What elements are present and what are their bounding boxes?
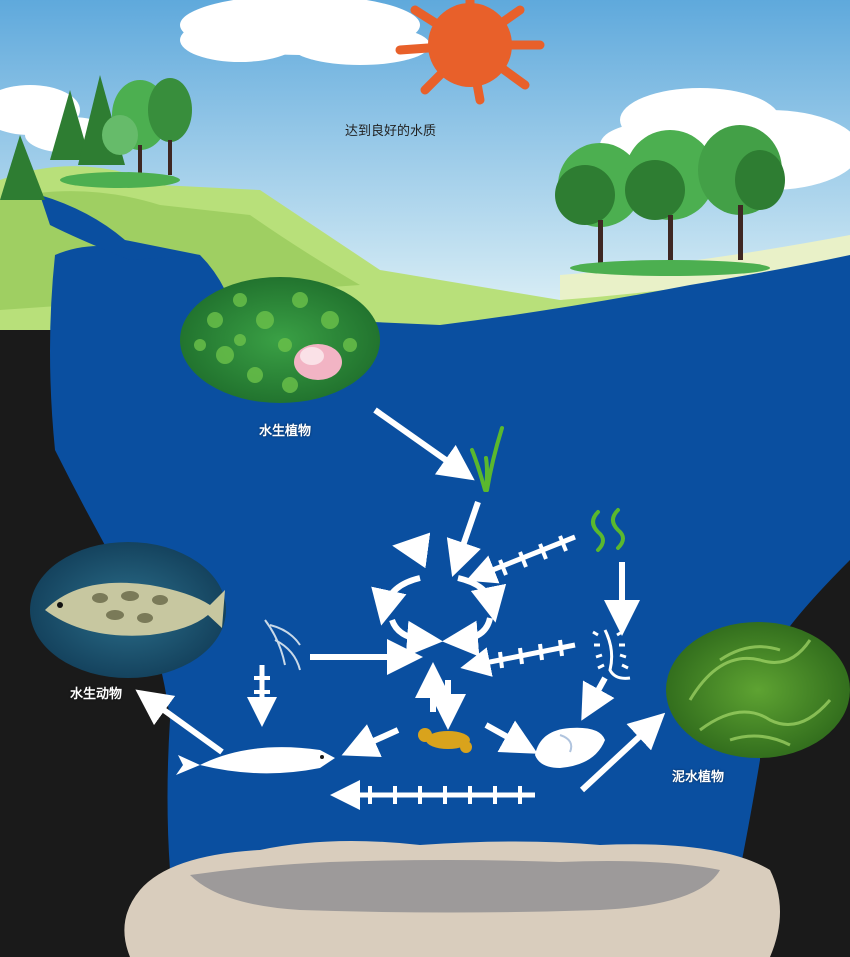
- algae-squiggle-icon: [591, 508, 625, 552]
- arrow-snail-to-mud: [579, 712, 666, 793]
- arrow-duckweed-to-sprout: [373, 407, 475, 481]
- flow-arrows: [135, 407, 666, 793]
- ladder-ticks: [254, 535, 568, 804]
- snail-icon: [535, 727, 605, 768]
- grass-sprout-icon: [470, 426, 504, 492]
- aquatic-animals-label: 水生动物: [70, 687, 123, 702]
- arrow-larva-to-left: [341, 724, 400, 758]
- ladder-arrows: [247, 534, 576, 810]
- small-fish-icon: [176, 747, 335, 775]
- shrimp-icon: [264, 619, 301, 671]
- aquatic-plants-label: 水生植物: [259, 424, 312, 439]
- worm-icon: [592, 629, 631, 680]
- arrow-worm-to-snail: [581, 676, 615, 721]
- arrow-larva-to-snail: [484, 720, 538, 754]
- larva-icon: [418, 728, 472, 753]
- duckweed-icon: [180, 277, 380, 403]
- tree-icon: [0, 75, 192, 200]
- cycle-arrows: [371, 575, 507, 657]
- tree-icon: [555, 125, 785, 276]
- arrow-center-left: [392, 532, 431, 569]
- mud-plants-label: 泥水植物: [672, 770, 725, 785]
- algae-icon: [666, 622, 850, 758]
- fish-icon: [30, 542, 226, 678]
- title-text: 达到良好的水质: [345, 124, 437, 139]
- river-inlet: [40, 195, 200, 260]
- sun-icon: [395, 0, 545, 105]
- sediment-shade: [190, 860, 720, 913]
- cloud-icon: [180, 0, 430, 65]
- arrow-fish-to-animals: [135, 689, 224, 755]
- arrow-sprout-down: [446, 501, 481, 578]
